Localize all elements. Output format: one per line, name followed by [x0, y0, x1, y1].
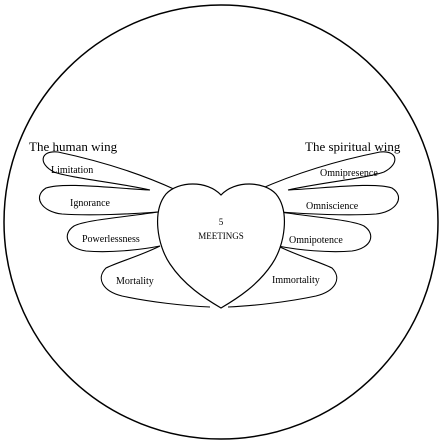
heart-shape	[157, 183, 285, 309]
human-item-powerlessness: Powerlessness	[82, 234, 140, 245]
outer-circle	[3, 4, 439, 440]
human-item-ignorance: Ignorance	[70, 198, 110, 209]
heart-number: 5	[218, 217, 224, 227]
heart-label: MEETINGS	[198, 231, 244, 241]
spiritual-wing-shape	[227, 151, 399, 308]
spiritual-item-omniscience: Omniscience	[306, 201, 359, 212]
spiritual-item-omnipresence: Omnipresence	[320, 168, 378, 179]
human-item-limitation: Limitation	[51, 165, 94, 176]
human-item-mortality: Mortality	[116, 276, 154, 287]
spiritual-item-omnipotence: Omnipotence	[289, 235, 343, 246]
spiritual-wing-title: The spiritual wing	[305, 139, 401, 154]
human-wing-shape	[39, 151, 211, 308]
spiritual-item-immortality: Immortality	[272, 275, 320, 286]
human-wing-title: The human wing	[29, 139, 118, 154]
